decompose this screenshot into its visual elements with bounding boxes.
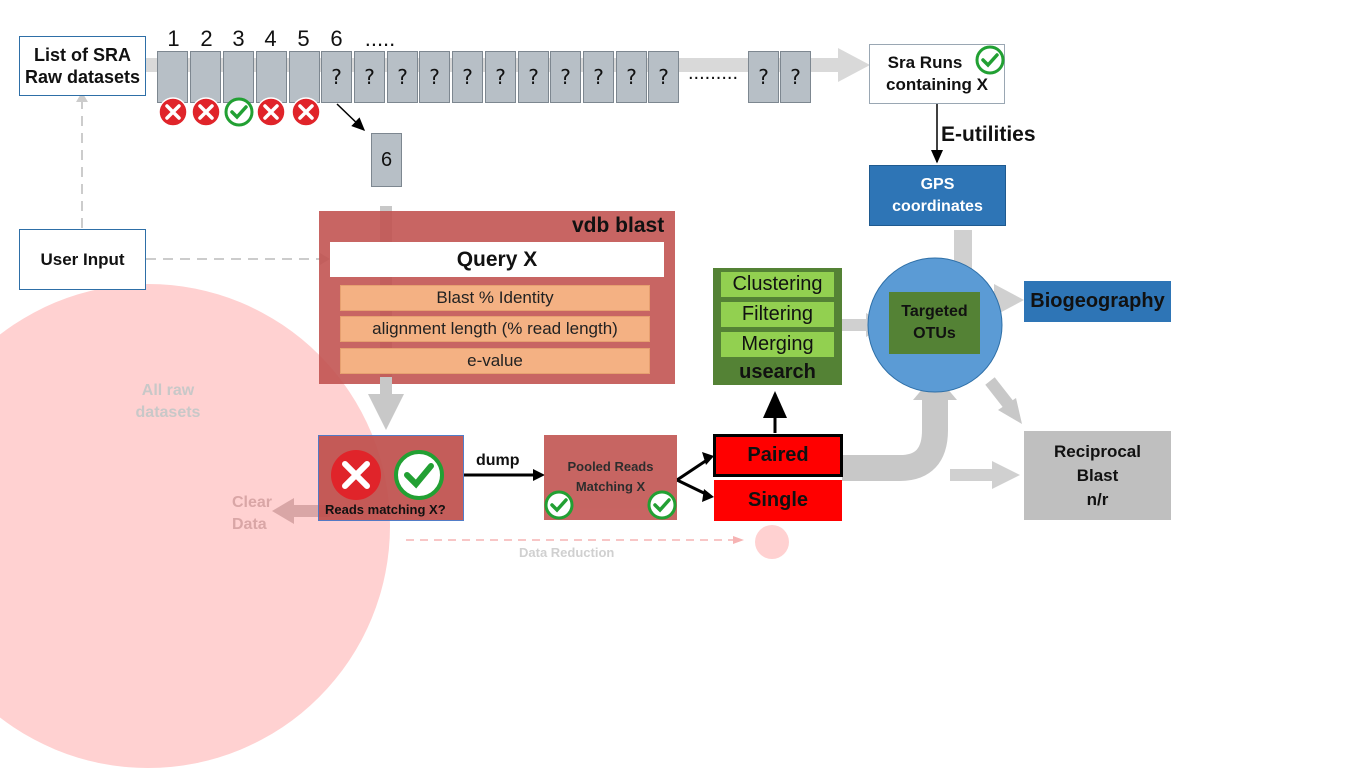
pooled-line2: Matching X [575,479,646,494]
dataset-number: 3 [232,26,245,51]
cross-circle-icon [191,97,221,127]
usearch-label: usearch [739,361,816,383]
dataset-cell [157,51,188,103]
data-reduction-dot [755,525,789,559]
vdb-blast-title: vdb blast [572,214,665,237]
param-identity: Blast % Identity [340,285,650,311]
otus-line1: Targeted [901,303,968,320]
dataset-cell [256,51,287,103]
e-utilities-label: E-utilities [941,123,1036,146]
gps-coordinates-box: GPS coordinates [869,165,1006,226]
cross-circle-icon [158,97,188,127]
dataset-cell: ? [419,51,450,103]
sra-runs-box: Sra Runs containing X [869,44,1005,104]
dataset-cell [190,51,221,103]
pooled-line1: Pooled Reads [567,459,654,474]
query-box: Query X [330,242,664,277]
check-circle-icon [647,490,677,520]
param-alignment-length: alignment length (% read length) [340,316,650,342]
cross-circle-icon [331,450,381,500]
usearch-step-merging: Merging [721,332,834,357]
targeted-otus-box: Targeted OTUs [889,292,980,354]
row-ellipsis: ......... [688,62,739,84]
sra-runs-line1: Sra Runs [887,53,963,72]
all-raw-datasets-label: All raw datasets [118,380,218,424]
all-raw-line2: datasets [135,404,201,421]
reads-matching-label: Reads matching X? [325,502,446,517]
dataset-number: 4 [264,26,277,51]
check-circle-icon [975,45,1005,75]
dataset-cell: ? [780,51,811,103]
cross-circle-icon [256,97,286,127]
reciprocal-line1: Reciprocal [1054,441,1141,461]
dataset-cell: ? [321,51,352,103]
paired-box: Paired [713,434,843,477]
dataset-cell [223,51,254,103]
dataset-number: 2 [200,26,213,51]
dataset-cell: ? [518,51,549,103]
sra-list-line2: Raw datasets [24,67,141,87]
dataset-number: 1 [167,26,180,51]
reciprocal-line2: Blast [1076,465,1119,485]
param-e-value: e-value [340,348,650,374]
gps-line1: GPS [920,175,955,193]
sra-runs-line2: containing X [886,75,988,94]
clear-line2: Data [232,516,267,533]
dataset-cell [289,51,320,103]
reciprocal-blast-box: Reciprocal Blast n/r [1024,431,1171,520]
usearch-step-filtering: Filtering [721,302,834,327]
sra-list-box: List of SRA Raw datasets [19,36,146,96]
current-dataset-box: 6 [371,133,402,187]
dataset-number: 6 [330,26,343,51]
usearch-step-clustering: Clustering [721,272,834,297]
biogeography-box: Biogeography [1024,281,1171,322]
dataset-cell: ? [387,51,418,103]
reciprocal-line3: n/r [1086,489,1109,509]
dataset-dots: ..... [364,26,396,51]
check-circle-icon [394,450,444,500]
check-circle-icon [224,97,254,127]
dataset-cell: ? [485,51,516,103]
cross-circle-icon [291,97,321,127]
sra-list-line1: List of SRA [34,45,131,65]
dataset-cell: ? [452,51,483,103]
dataset-cell: ? [748,51,779,103]
all-raw-line1: All raw [141,382,195,399]
single-box: Single [714,480,842,521]
dataset-cell: ? [550,51,581,103]
user-input-box: User Input [19,229,146,290]
dataset-cell: ? [616,51,647,103]
dataset-cell: ? [648,51,679,103]
all-raw-datasets-circle [0,284,390,768]
clear-data-label: Clear Data [232,492,272,536]
flow-arrow [380,377,392,397]
dataset-number: 5 [297,26,310,51]
data-reduction-label: Data Reduction [519,545,615,560]
check-circle-icon [544,490,574,520]
dataset-cell: ? [583,51,614,103]
gps-line2: coordinates [892,197,983,215]
otus-line2: OTUs [913,325,956,342]
dataset-cell: ? [354,51,385,103]
dump-label: dump [476,452,520,469]
clear-line1: Clear [232,494,273,511]
